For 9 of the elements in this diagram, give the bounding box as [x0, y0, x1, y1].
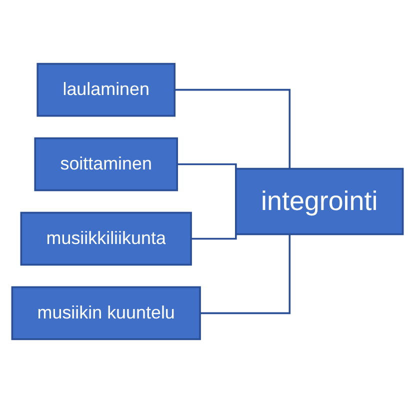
connector: [177, 163, 237, 171]
node-box: musiikkiliikunta: [20, 212, 192, 266]
connector: [191, 232, 237, 240]
node-box: laulaminen: [36, 62, 176, 117]
node-box: integrointi: [235, 168, 404, 236]
connector: [200, 234, 291, 314]
node-box: soittaminen: [34, 137, 178, 192]
node-box: musiikin kuuntelu: [11, 286, 201, 340]
connector: [174, 88, 291, 169]
